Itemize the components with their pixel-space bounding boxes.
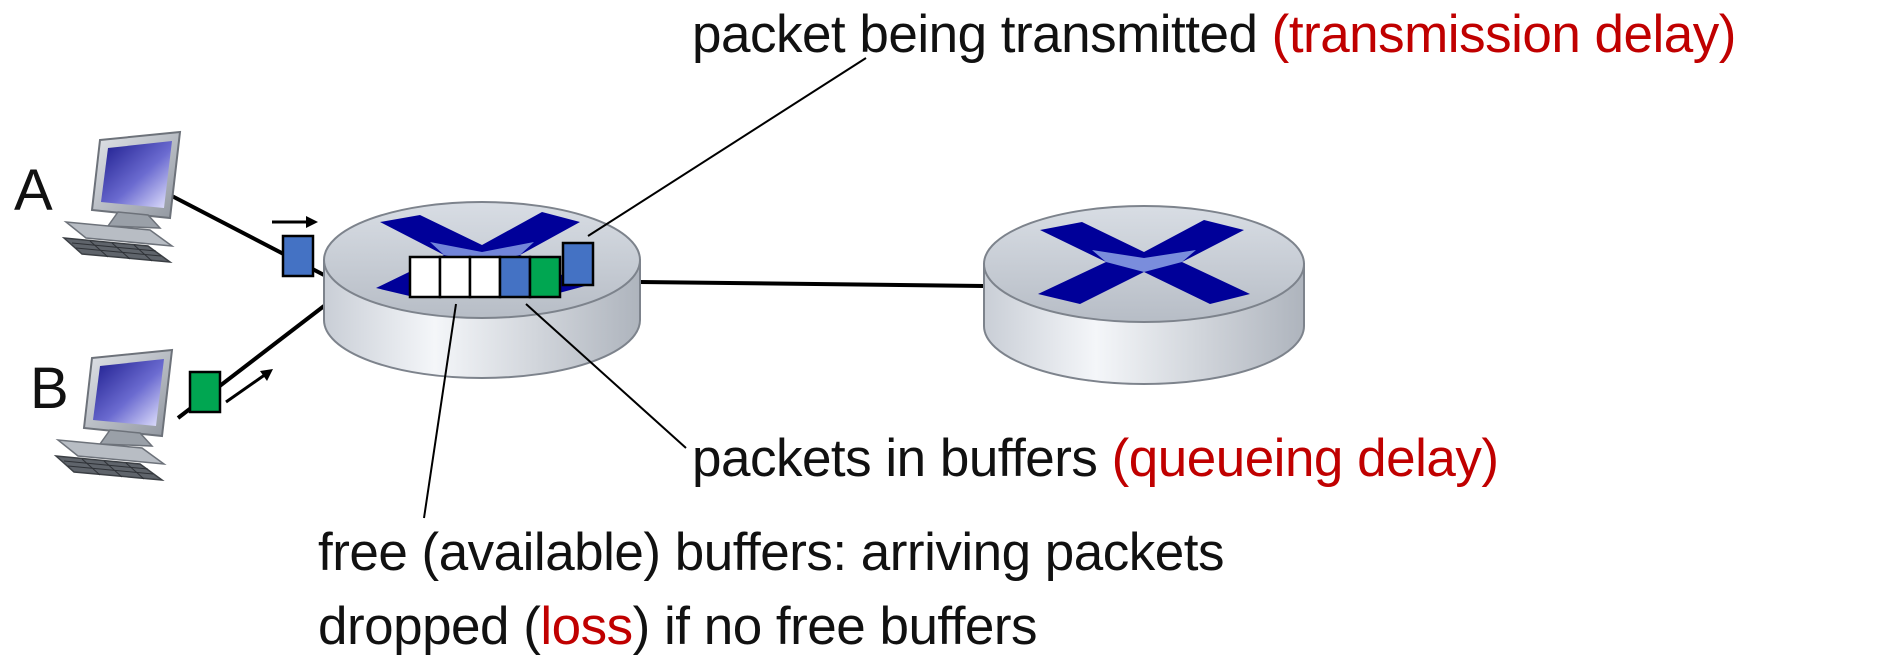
free-buffer-slot	[468, 255, 502, 299]
host-b-computer-icon	[53, 348, 174, 481]
loss-text-suffix: ) if no free buffers	[632, 597, 1038, 656]
host-a-label: A	[14, 158, 53, 223]
buffer-queue	[408, 241, 595, 299]
host-b-label: B	[30, 356, 69, 421]
arrow-up-right-icon	[225, 369, 273, 404]
packet-from-a	[281, 234, 315, 278]
queueing-delay-text: packets in buffers	[692, 429, 1112, 488]
packet-from-b	[188, 370, 222, 414]
transmission-delay-highlight: (transmission delay)	[1271, 5, 1737, 64]
packet-being-transmitted	[561, 241, 595, 287]
queueing-delay-annotation: packets in buffers (queueing delay)	[692, 432, 1499, 485]
free-buffers-annotation-line2: dropped (loss) if no free buffers	[318, 597, 1038, 656]
host-a-computer-icon	[61, 130, 182, 263]
transmission-delay-text: packet being transmitted	[692, 5, 1272, 64]
free-buffer-slot	[408, 255, 442, 299]
loss-highlight: loss	[540, 597, 633, 656]
queued-packet-blue	[498, 255, 532, 299]
callout-line-queued	[525, 303, 687, 449]
arrow-right-icon	[272, 216, 318, 228]
loss-text-prefix: dropped (	[318, 597, 541, 656]
queueing-delay-highlight: (queueing delay)	[1111, 429, 1499, 488]
router-2-x-icon	[1038, 220, 1250, 304]
free-buffer-slot	[438, 255, 472, 299]
transmission-delay-annotation: packet being transmitted (transmission d…	[692, 8, 1736, 61]
router-2	[983, 205, 1305, 385]
queued-packet-green	[528, 255, 562, 299]
free-buffers-annotation-line1: free (available) buffers: arriving packe…	[318, 523, 1224, 582]
callout-line-transmitted	[587, 57, 867, 237]
link-router-router	[639, 280, 985, 288]
callout-line-free-buffers	[423, 303, 457, 519]
